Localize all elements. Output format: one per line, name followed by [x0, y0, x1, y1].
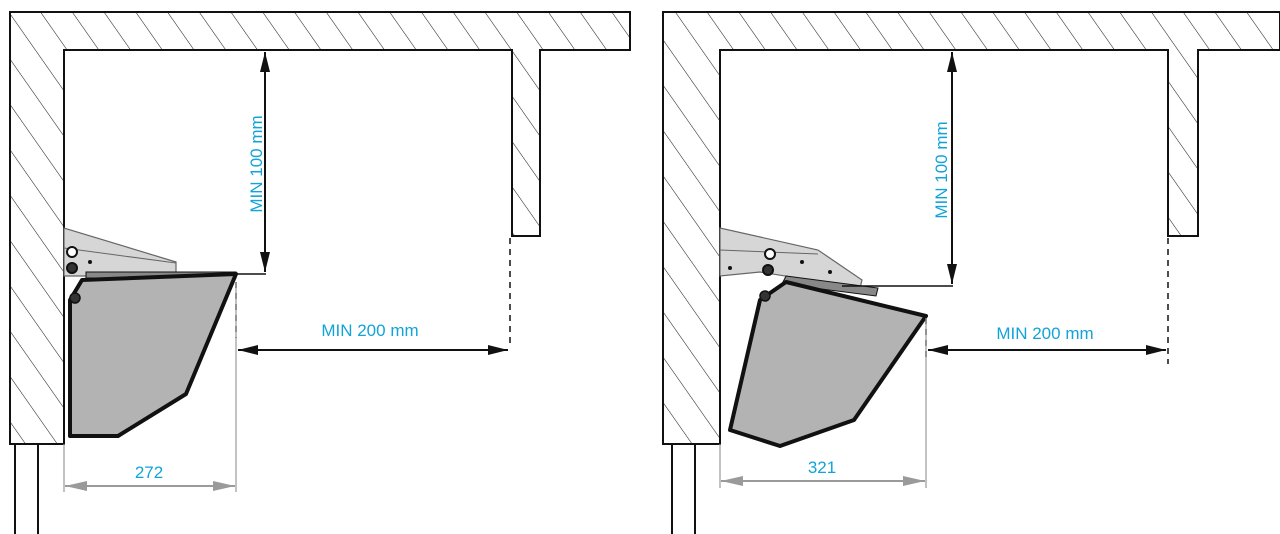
vertical-dimension-label: MIN 100 mm [932, 121, 951, 218]
heater-unit [728, 275, 928, 448]
screw-icon [728, 266, 732, 270]
screw-icon [762, 264, 774, 276]
window-frame [14, 444, 39, 534]
screw-icon [66, 246, 78, 258]
window-frame [671, 444, 696, 534]
heater-unit [68, 271, 238, 438]
screw-icon [800, 260, 804, 264]
width-dimension-label: 321 [808, 458, 836, 477]
horizontal-dimension-label: MIN 200 mm [996, 324, 1093, 343]
horizontal-dimension-label: MIN 200 mm [321, 321, 418, 340]
screw-icon [88, 260, 92, 264]
screw-icon [828, 270, 832, 274]
mounting-bracket [719, 227, 863, 289]
screw-icon [66, 262, 78, 274]
screw-icon [764, 248, 776, 260]
panel-left: MIN 100 mm MIN 200 mm 272 [9, 11, 631, 534]
width-dimension-label: 272 [135, 463, 163, 482]
panel-right: MIN 100 mm MIN 200 mm 321 [662, 11, 1280, 534]
mounting-bracket [63, 227, 177, 277]
vertical-dimension-label: MIN 100 mm [247, 115, 266, 212]
